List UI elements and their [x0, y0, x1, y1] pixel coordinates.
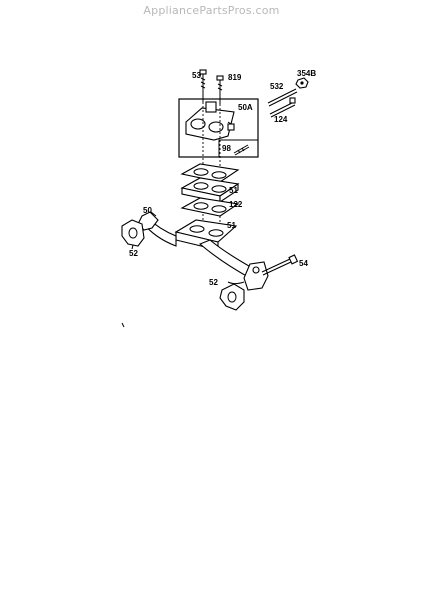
callout-819: 819 [228, 73, 242, 82]
gasket-51-bottom[interactable] [180, 197, 240, 217]
callout-51-top: 51 [229, 186, 238, 195]
callout-50: 50 [143, 206, 152, 215]
leader-50 [150, 211, 157, 217]
screw-53[interactable] [199, 69, 207, 102]
screw-819[interactable] [216, 75, 224, 104]
callout-50a: 50A [238, 103, 253, 112]
callout-532: 532 [270, 82, 284, 91]
stud-532[interactable] [267, 88, 298, 107]
callout-124: 124 [274, 115, 288, 124]
callout-52-left: 52 [129, 249, 138, 258]
callout-51-bottom: 51 [227, 221, 236, 230]
callout-53: 53 [192, 71, 201, 80]
adapter-assembly-50a-box[interactable] [178, 98, 259, 158]
site-watermark: AppliancePartsPros.com [143, 4, 280, 17]
callout-52-right: 52 [209, 278, 218, 287]
nut-354b[interactable] [295, 77, 309, 89]
spacer-122[interactable] [180, 177, 240, 204]
bolt-54[interactable] [261, 254, 299, 276]
gasket-52-left[interactable] [121, 219, 145, 247]
callout-122: 122 [229, 200, 243, 209]
artifact-mark [121, 322, 125, 328]
leader-52-left [131, 244, 134, 250]
gasket-52-right[interactable] [219, 283, 245, 311]
callout-54: 54 [299, 259, 308, 268]
stud-124[interactable] [269, 97, 296, 118]
callout-98: 98 [222, 144, 231, 153]
callout-354b: 354B [297, 69, 316, 78]
intake-manifold-50[interactable] [137, 211, 269, 291]
